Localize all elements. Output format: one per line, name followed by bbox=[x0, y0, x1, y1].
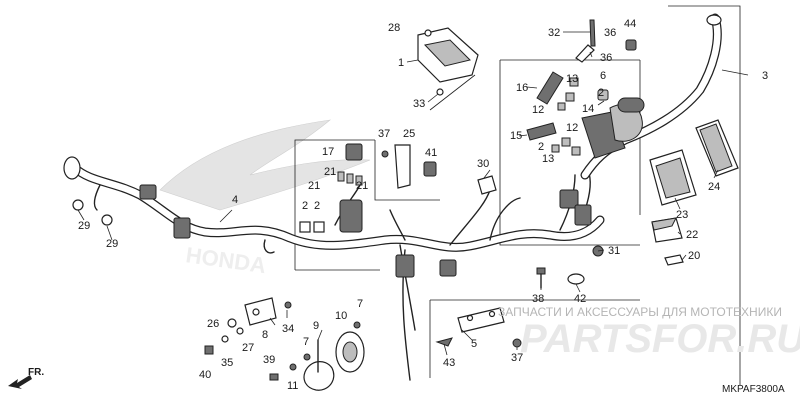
callout-43: 43 bbox=[443, 357, 455, 369]
callout-17: 17 bbox=[322, 146, 334, 158]
watermark-site: PARTSFOR.RU bbox=[520, 317, 800, 361]
callout-3: 3 bbox=[762, 70, 768, 82]
callout-38: 38 bbox=[532, 293, 544, 305]
clamp-part-42 bbox=[567, 273, 585, 285]
callout-29a: 29 bbox=[78, 220, 90, 232]
fuse-box bbox=[581, 97, 645, 159]
callout-35: 35 bbox=[221, 357, 233, 369]
callout-13a: 13 bbox=[566, 73, 578, 85]
wire-harness bbox=[70, 163, 605, 381]
callout-4: 4 bbox=[232, 194, 238, 206]
harness-connectors bbox=[63, 156, 592, 278]
horn-hardware bbox=[204, 301, 292, 355]
control-unit-part-1 bbox=[417, 27, 479, 96]
background-brand-logo: HONDA bbox=[159, 119, 371, 278]
callout-6: 6 bbox=[600, 70, 606, 82]
watermark-tagline: ЗАПЧАСТИ И АКСЕССУАРЫ ДЛЯ МОТОТЕХНИКИ bbox=[498, 305, 782, 319]
callout-44: 44 bbox=[624, 18, 636, 30]
callout-2c: 2 bbox=[302, 200, 308, 212]
front-indicator: FR. bbox=[8, 367, 44, 389]
callout-23: 23 bbox=[676, 209, 688, 221]
cover-part-22 bbox=[651, 217, 683, 243]
callout-37b: 37 bbox=[511, 352, 523, 364]
callout-16: 16 bbox=[516, 82, 528, 94]
horn-bracket-part-8 bbox=[244, 297, 277, 326]
callout-22: 22 bbox=[686, 229, 698, 241]
callout-9: 9 bbox=[313, 320, 319, 332]
clip-part-30 bbox=[477, 175, 497, 195]
callout-41: 41 bbox=[425, 147, 437, 159]
callout-21a: 21 bbox=[324, 166, 336, 178]
diagram-code: MKPAF3800A bbox=[722, 384, 785, 395]
callout-29b: 29 bbox=[106, 238, 118, 250]
fuses-part-21 bbox=[337, 171, 363, 186]
callout-10: 10 bbox=[335, 310, 347, 322]
ecu-module-part-24 bbox=[695, 119, 739, 177]
module-part-23 bbox=[649, 149, 697, 206]
callout-24: 24 bbox=[708, 181, 720, 193]
leader-lines bbox=[77, 31, 749, 356]
horn-part-10 bbox=[335, 331, 365, 373]
callout-13b: 13 bbox=[542, 153, 554, 165]
callout-7b: 7 bbox=[303, 336, 309, 348]
callout-40: 40 bbox=[199, 369, 211, 381]
callout-32: 32 bbox=[548, 27, 560, 39]
clip-hardware-top bbox=[575, 19, 637, 63]
callout-15: 15 bbox=[510, 130, 522, 142]
fuse-cylinders bbox=[526, 71, 564, 141]
callout-12b: 12 bbox=[566, 122, 578, 134]
cap-part-20 bbox=[664, 254, 684, 266]
callout-34: 34 bbox=[282, 323, 294, 335]
watermark: ЗАПЧАСТИ И АКСЕССУАРЫ ДЛЯ МОТОТЕХНИКИ PA… bbox=[498, 305, 800, 361]
callout-27: 27 bbox=[242, 342, 254, 354]
callout-20: 20 bbox=[688, 250, 700, 262]
callout-7a: 7 bbox=[357, 298, 363, 310]
connector-part-41 bbox=[423, 161, 437, 177]
callout-14: 14 bbox=[582, 103, 594, 115]
bracket-part-5 bbox=[457, 307, 505, 333]
front-arrow-icon bbox=[8, 375, 32, 389]
callout-2a: 2 bbox=[598, 87, 604, 99]
callout-5: 5 bbox=[471, 338, 477, 350]
callout-36b: 36 bbox=[600, 52, 612, 64]
horn-part-9 bbox=[303, 339, 335, 391]
callout-33: 33 bbox=[413, 98, 425, 110]
relay-cluster bbox=[551, 77, 609, 156]
bolt-part-38 bbox=[536, 267, 546, 289]
callout-11: 11 bbox=[287, 380, 298, 392]
horn-bolts bbox=[269, 321, 361, 381]
callout-12a: 12 bbox=[532, 104, 544, 116]
relay-part-17 bbox=[345, 143, 363, 161]
callout-2d: 2 bbox=[314, 200, 320, 212]
callout-39: 39 bbox=[263, 354, 275, 366]
clip-part-43 bbox=[435, 337, 453, 347]
callout-2b: 2 bbox=[538, 141, 544, 153]
callout-labels: 28 1 33 32 36 36 44 3 16 13 6 2 12 14 15… bbox=[78, 18, 768, 392]
callout-36a: 36 bbox=[604, 27, 616, 39]
callout-21b: 21 bbox=[308, 180, 320, 192]
bolt-part-37-upper bbox=[381, 150, 389, 158]
bracket-part-25 bbox=[394, 144, 411, 189]
callout-37a: 37 bbox=[378, 128, 390, 140]
callout-42: 42 bbox=[574, 293, 586, 305]
callout-28: 28 bbox=[388, 22, 400, 34]
callout-8: 8 bbox=[262, 329, 268, 341]
front-label: FR. bbox=[28, 367, 44, 378]
callout-1: 1 bbox=[398, 57, 404, 69]
callout-21c: 21 bbox=[356, 180, 368, 192]
callout-25: 25 bbox=[403, 128, 415, 140]
background-brand-text: HONDA bbox=[184, 242, 267, 278]
callout-31: 31 bbox=[608, 245, 620, 257]
callout-30: 30 bbox=[477, 158, 489, 170]
callout-26: 26 bbox=[207, 318, 219, 330]
